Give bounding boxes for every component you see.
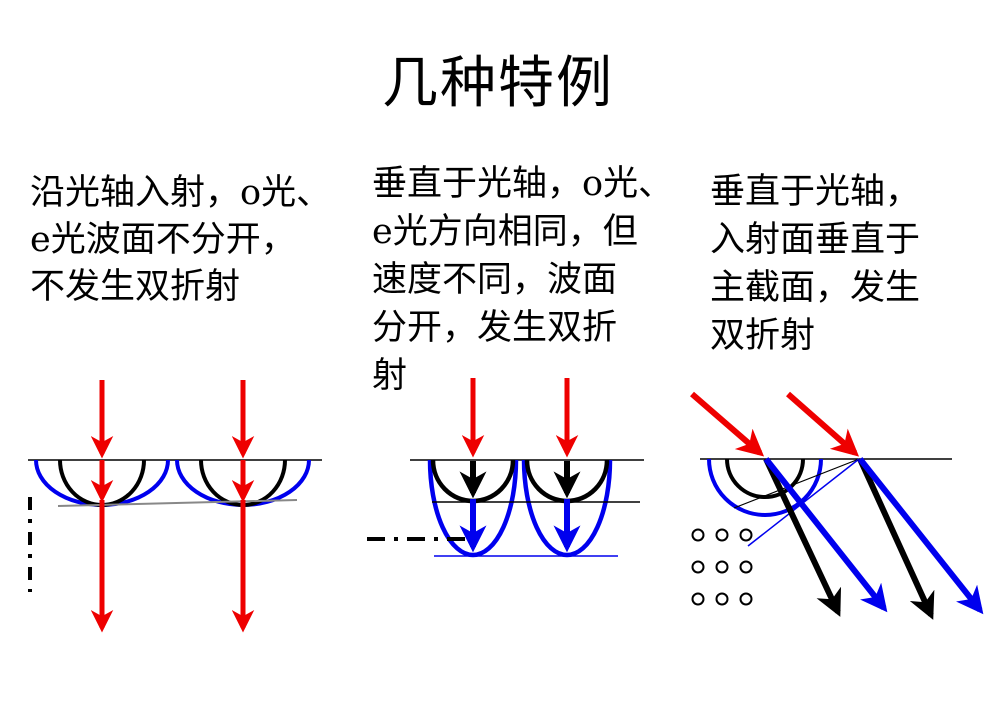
diagram-perpendicular-optic-axis <box>367 378 644 558</box>
case-3-description: 垂直于光轴， 入射面垂直于 主截面，发生 双折射 <box>710 168 920 360</box>
optic-axis-dot <box>739 560 753 574</box>
incident-ray-arrow <box>786 391 860 457</box>
e-wavefront <box>707 458 823 517</box>
case-3-line: 双折射 <box>710 316 816 356</box>
e-wavefront <box>521 459 613 558</box>
e-ray-arrow <box>857 457 984 615</box>
o-wavefront <box>725 458 805 499</box>
o-ray-arrow <box>763 457 842 617</box>
optic-axis-dot <box>691 528 705 542</box>
optic-axis-dot <box>715 592 729 606</box>
case-3-line: 入射面垂直于 <box>710 220 921 260</box>
case-3-line: 垂直于光轴， <box>710 172 921 212</box>
case-1-line: e光波面不分开， <box>30 220 296 260</box>
common-tangent-line <box>57 499 298 507</box>
diagram-along-optic-axis <box>28 380 322 633</box>
case-3-line: 主截面，发生 <box>710 268 921 308</box>
e-wavefront <box>427 459 519 558</box>
page-title: 几种特例 <box>382 51 614 116</box>
case-1-line: 不发生双折射 <box>30 267 241 307</box>
optic-axis-dot <box>691 560 705 574</box>
optic-axis-out-of-page-dots <box>691 528 753 606</box>
case-2-description: 垂直于光轴，o光、 e光方向相同，但 速度不同，波面 分开，发生双折 射 <box>372 160 673 400</box>
optic-axis-dot <box>715 560 729 574</box>
case-2-line: 速度不同，波面 <box>372 260 618 300</box>
o-tangent-line <box>733 458 860 509</box>
e-ray-arrow <box>763 457 888 613</box>
case-2-line: e光方向相同，但 <box>372 212 638 252</box>
optic-axis-dot <box>691 592 705 606</box>
case-2-line: 垂直于光轴，o光、 <box>372 164 674 204</box>
case-2-line: 射 <box>372 356 408 396</box>
case-1-description: 沿光轴入射，o光、 e光波面不分开， 不发生双折射 <box>30 170 331 311</box>
case-1-line: 沿光轴入射，o光、 <box>30 173 332 213</box>
o-ray-arrow <box>857 457 935 620</box>
incident-ray-arrow <box>690 391 765 457</box>
optic-axis-dot <box>739 528 753 542</box>
optic-axis-dot <box>715 528 729 542</box>
optic-axis-dot <box>739 592 753 606</box>
case-2-line: 分开，发生双折 <box>372 308 618 348</box>
diagram-oblique-incidence <box>690 391 984 620</box>
